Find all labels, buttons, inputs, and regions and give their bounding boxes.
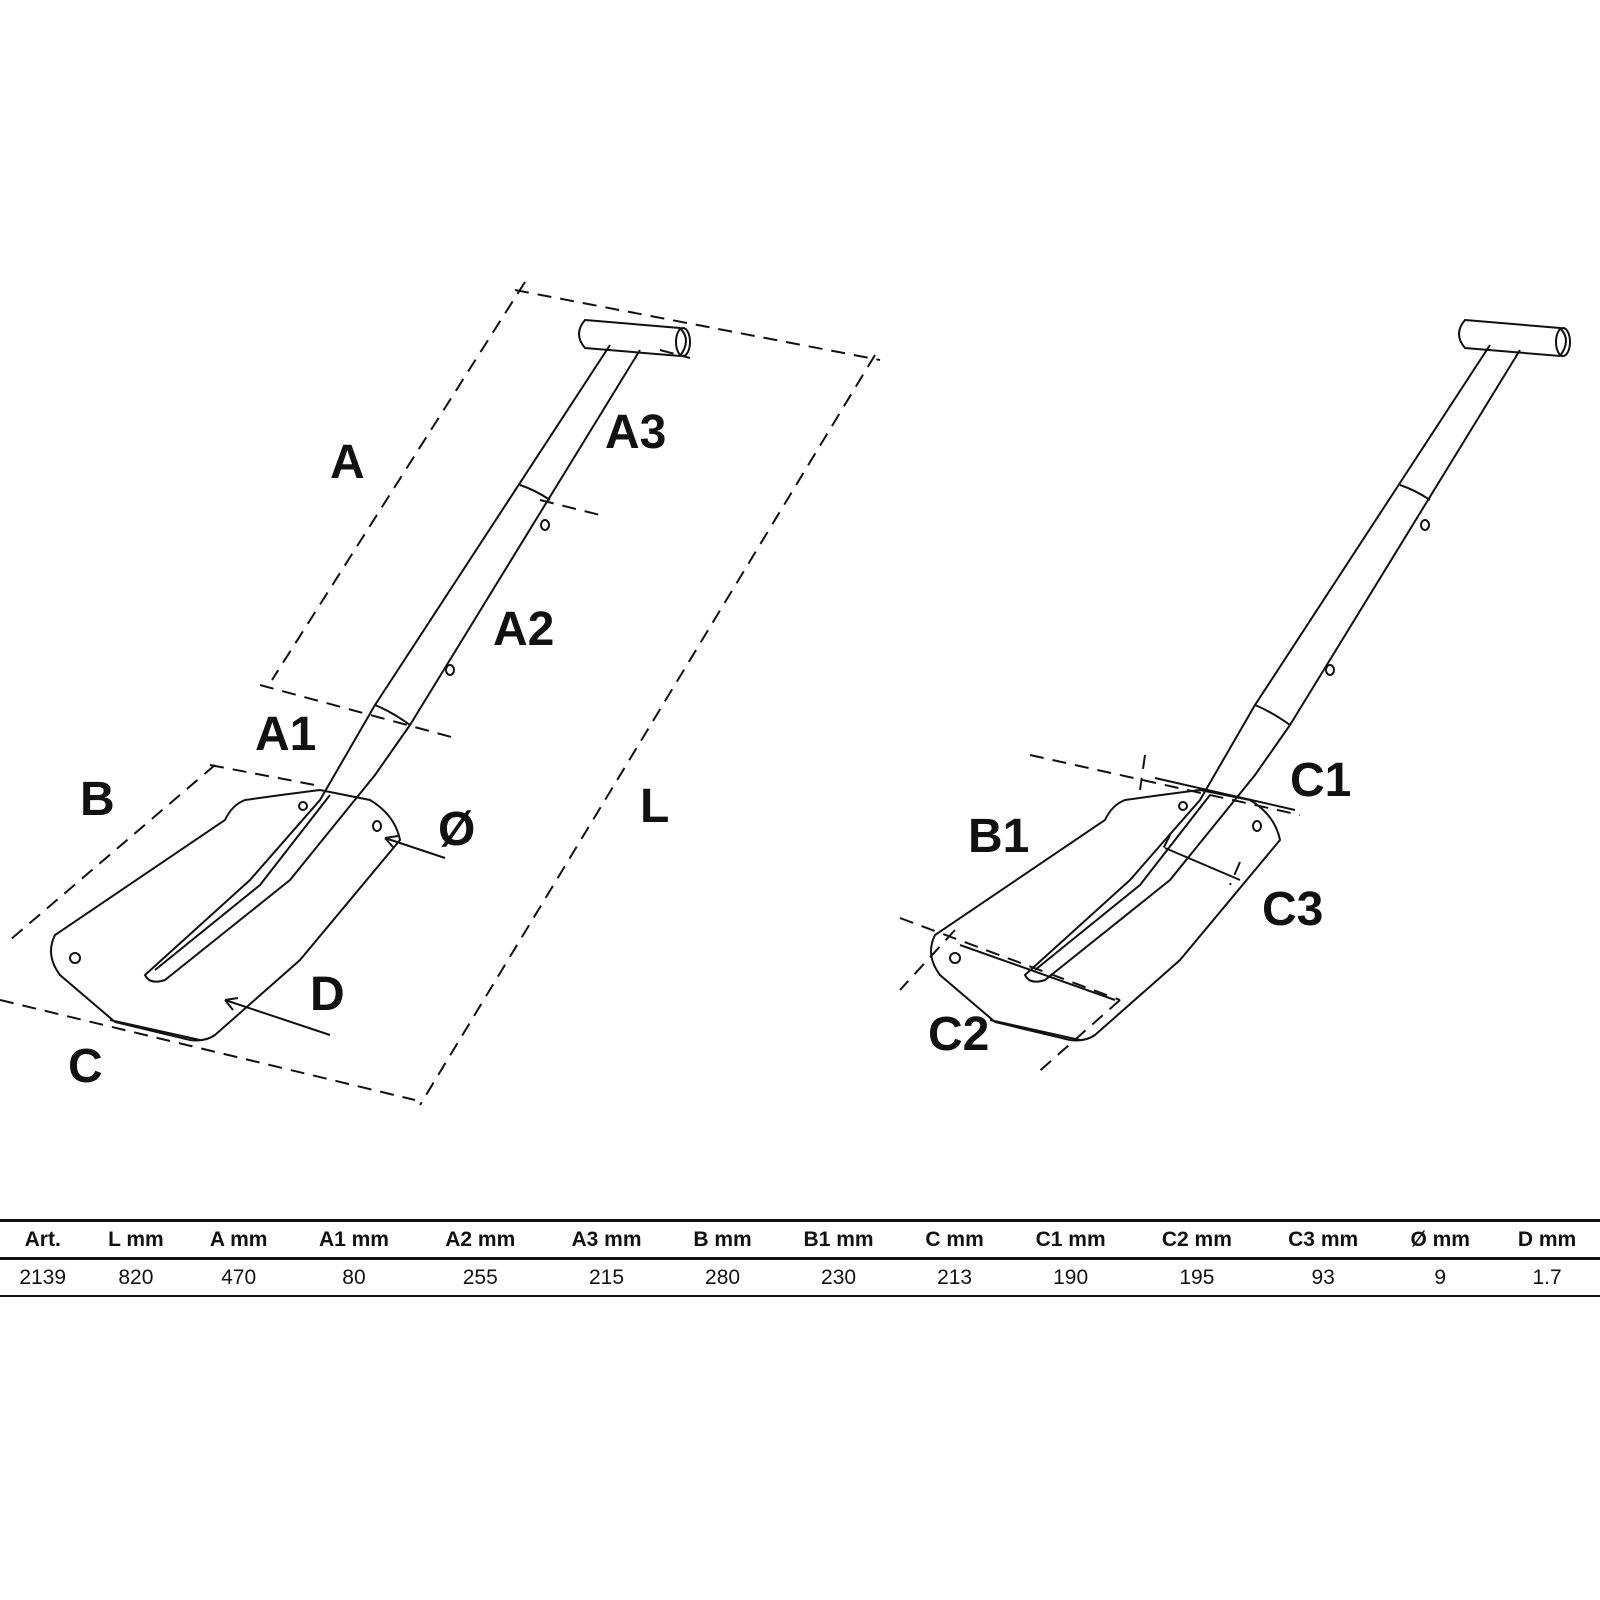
- label-C2: C2: [928, 1008, 989, 1061]
- table-cell: 820: [85, 1258, 187, 1297]
- label-L: L: [640, 780, 669, 833]
- column-header: A3 mm: [543, 1219, 670, 1260]
- table-cell: 215: [543, 1258, 670, 1297]
- table-cell: 9: [1386, 1258, 1495, 1297]
- column-header: Ø mm: [1386, 1219, 1495, 1260]
- table-cell: 190: [1007, 1258, 1134, 1297]
- right-dimension-lines: [899, 754, 1301, 1076]
- table-cell: 213: [901, 1258, 1008, 1297]
- table-cell: 195: [1133, 1258, 1261, 1297]
- column-header: C mm: [901, 1219, 1008, 1260]
- label-B: B: [80, 773, 115, 826]
- shovel-right-drawing: [930, 319, 1571, 1042]
- column-header: C3 mm: [1260, 1219, 1387, 1260]
- shovel-left-drawing: [50, 319, 691, 1042]
- column-header: C1 mm: [1007, 1219, 1134, 1260]
- label-D: D: [310, 968, 345, 1021]
- column-header: D mm: [1494, 1219, 1600, 1260]
- label-B1: B1: [968, 810, 1029, 863]
- label-A: A: [330, 436, 365, 489]
- table-cell: 230: [775, 1258, 902, 1297]
- table-cell: 280: [669, 1258, 776, 1297]
- label-C: C: [68, 1040, 103, 1093]
- left-dimension-lines: [0, 281, 881, 1106]
- column-header: L mm: [85, 1219, 187, 1260]
- column-header: B1 mm: [775, 1219, 902, 1260]
- label-C1: C1: [1290, 754, 1351, 807]
- label-A1: A1: [255, 708, 316, 761]
- label-A3: A3: [605, 406, 666, 459]
- column-header: C2 mm: [1133, 1219, 1261, 1260]
- table-cell: 1.7: [1494, 1258, 1600, 1297]
- label-diameter: Ø: [438, 803, 475, 856]
- column-header: A1 mm: [290, 1219, 418, 1260]
- table-cell: 2139: [0, 1258, 86, 1297]
- column-header: B mm: [669, 1219, 776, 1260]
- table-cell: 470: [186, 1258, 291, 1297]
- column-header: Art.: [0, 1219, 86, 1260]
- table-cell: 80: [290, 1258, 418, 1297]
- table-cell: 255: [417, 1258, 544, 1297]
- label-C3: C3: [1262, 883, 1323, 936]
- column-header: A2 mm: [417, 1219, 544, 1260]
- column-header: A mm: [186, 1219, 291, 1260]
- table-cell: 93: [1260, 1258, 1387, 1297]
- label-A2: A2: [493, 603, 554, 656]
